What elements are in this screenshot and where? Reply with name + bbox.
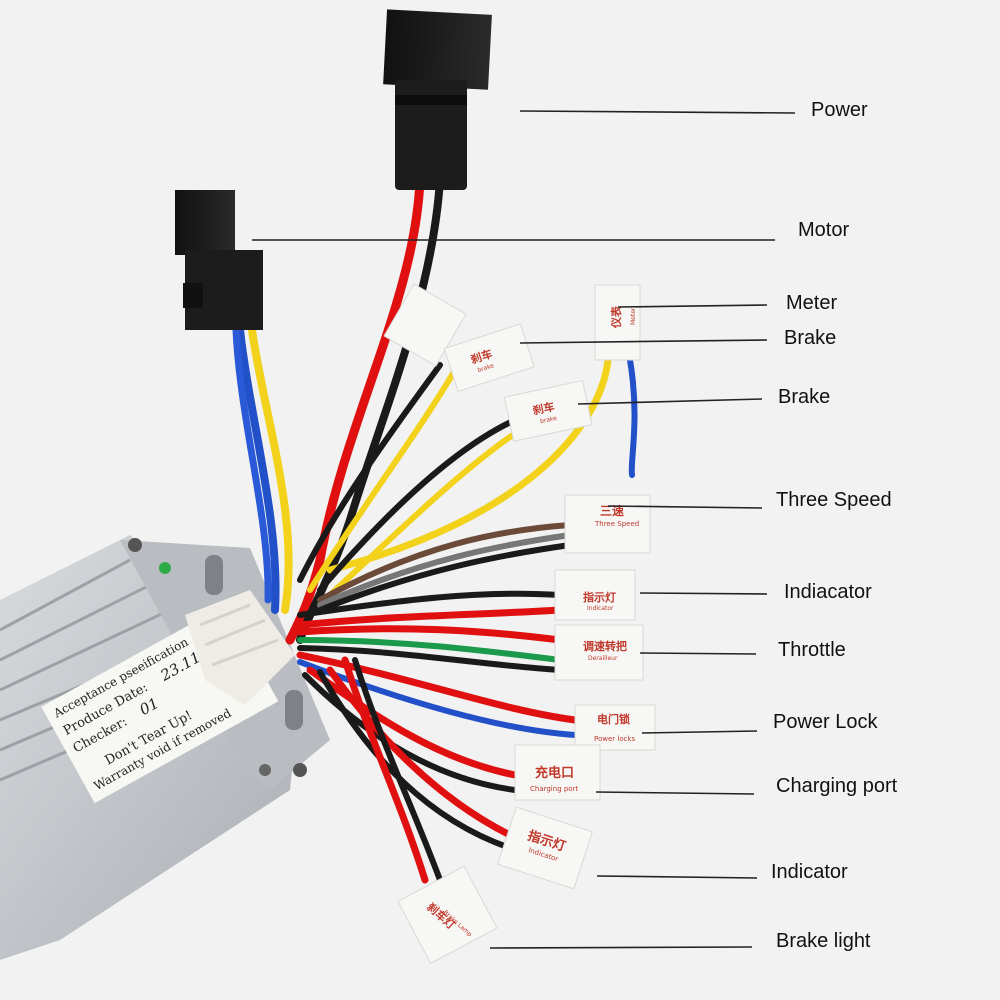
charging-tag-en: Charging port (530, 785, 578, 793)
leader-three-speed (607, 505, 763, 509)
meter-tag-en: Meter (630, 307, 637, 325)
label-brake-1: Brake (784, 327, 837, 349)
leader-indicator-2 (596, 875, 758, 879)
label-brake-light: Brake light (776, 930, 871, 952)
three-speed-connector: 三速 Three Speed (564, 494, 651, 554)
cable-grommet (185, 590, 295, 705)
throttle-connector: 调速转把 Derailleur (554, 624, 644, 681)
leader-charging (595, 791, 755, 795)
brake-tag-1-en: brake (477, 362, 496, 374)
power-lock-tag-en: Power locks (594, 735, 636, 743)
leader-lines (252, 110, 796, 949)
label-three-speed: Three Speed (776, 489, 892, 511)
motor-connector (175, 190, 263, 330)
charging-tag-cn: 充电口 (535, 765, 574, 781)
brake-light-connector: 刹车灯 Brake Lamp (397, 865, 498, 964)
leader-brake-1 (519, 339, 768, 344)
throttle-tag-en: Derailleur (588, 655, 618, 662)
throttle-tag-cn: 调速转把 (583, 639, 627, 653)
leader-indicator-1 (639, 592, 768, 595)
leader-power-lock (641, 730, 758, 734)
meter-tag-cn: 仪表 (609, 305, 623, 329)
indicator-tag-1-en: Indicator (587, 605, 614, 612)
three-speed-tag-cn: 三速 (600, 503, 624, 518)
brake-tag-2-en: brake (540, 415, 558, 425)
leader-throttle (639, 652, 757, 655)
label-throttle: Throttle (778, 639, 846, 661)
indicator-connector-2: 指示灯 Indicator (497, 806, 593, 890)
meter-connector: 仪表 Meter (594, 284, 641, 361)
leader-brake-light (489, 946, 753, 949)
three-speed-tag-en: Three Speed (594, 520, 639, 528)
charging-connector: 充电口 Charging port (514, 744, 601, 801)
brake-tag-1-cn: 刹车 (469, 346, 494, 366)
label-indicator-1: Indiacator (784, 581, 872, 603)
label-indicator-2: Indicator (771, 861, 848, 883)
power-lock-tag-cn: 电门锁 (597, 712, 630, 726)
indicator-tag-1-cn: 指示灯 (583, 590, 616, 604)
label-power: Power (811, 99, 868, 121)
label-power-lock: Power Lock (773, 711, 878, 733)
brake-connector-1: 刹车 brake (443, 323, 535, 393)
label-motor: Motor (798, 219, 850, 241)
label-brake-2: Brake (778, 386, 831, 408)
leader-meter (617, 304, 768, 308)
spare-connector (383, 283, 467, 367)
power-connector (383, 9, 492, 190)
brake-tag-2-cn: 刹车 (531, 399, 555, 417)
power-lock-connector: 电门锁 Power locks (574, 704, 656, 751)
label-charging-port: Charging port (776, 775, 898, 797)
leader-power (519, 110, 796, 114)
label-meter: Meter (786, 292, 838, 314)
indicator-connector-1: 指示灯 Indicator (554, 569, 636, 621)
brake-connector-2: 刹车 brake (503, 379, 593, 442)
leader-brake-2 (577, 398, 763, 405)
wire-bundle (232, 175, 638, 884)
